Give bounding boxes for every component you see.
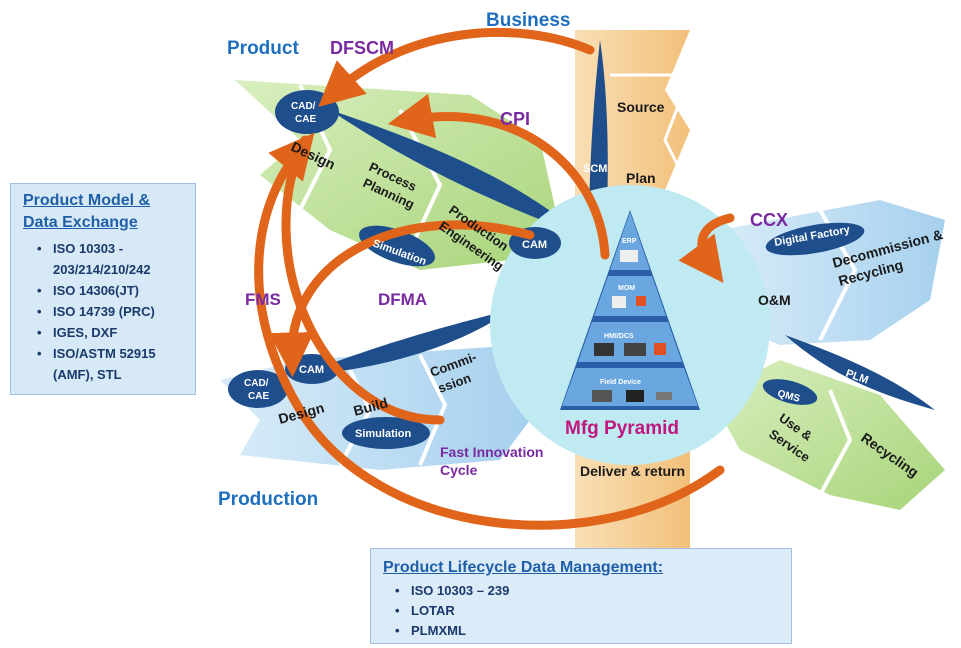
deliver-return-label: Deliver & return [580, 463, 685, 479]
cad-cae-badge-top [275, 90, 339, 134]
product-model-item: IGES, DXF [37, 322, 195, 343]
pyramid-erp-label: ERP [622, 238, 637, 245]
pyramid-mom-label: MOM [618, 285, 635, 292]
cam-bottom-label: CAM [299, 364, 324, 376]
om-band [720, 200, 945, 345]
pyramid-field-label: Field Device [600, 379, 641, 386]
dfma-arrow [281, 135, 445, 425]
ccx-arrow [678, 213, 735, 284]
product-model-item: ISO 14306(JT) [37, 280, 195, 301]
source-label: Source [617, 99, 665, 115]
lifecycle-item: PLMXML [395, 621, 791, 641]
mom-module-icon [636, 296, 646, 306]
service-stream [710, 200, 945, 510]
field-device-icon-2 [626, 390, 644, 402]
product-model-title-1: Product Model & [23, 192, 151, 209]
lifecycle-list: ISO 10303 – 239 LOTAR PLMXML [383, 581, 791, 641]
product-model-item: ISO 10303 - [37, 238, 195, 259]
scm-label: SCM [583, 163, 607, 175]
product-model-list: ISO 10303 - 203/214/210/242 ISO 14306(JT… [23, 238, 195, 385]
ccx-label: CCX [750, 210, 788, 230]
use-chevron [818, 389, 853, 496]
digital-factory-badge [765, 222, 865, 256]
lifecycle-item: ISO 10303 – 239 [395, 581, 791, 601]
lifecycle-item: LOTAR [395, 601, 791, 621]
field-device-icon-1 [592, 390, 612, 402]
product-model-item: 203/214/210/242 [53, 262, 151, 277]
production-title: Production [218, 489, 318, 510]
production-chevron-2 [418, 354, 448, 466]
cad-cae-top-line2: CAE [295, 114, 316, 125]
use-band [710, 360, 945, 510]
cpi-label: CPI [500, 109, 530, 129]
product-model-box: Product Model & Data Exchange ISO 10303 … [10, 183, 196, 395]
product-model-item: ISO 14739 (PRC) [37, 301, 195, 322]
pyramid-hmi-label: HMI/DCS [604, 333, 634, 340]
simulation-bottom-label: Simulation [355, 428, 412, 440]
cad-cae-bottom-line2: CAE [248, 391, 269, 402]
cam-top-label: CAM [522, 239, 547, 251]
product-model-title-2: Data Exchange [23, 214, 138, 231]
om-label: O&M [758, 292, 791, 308]
product-model-item: (AMF), STL [53, 367, 122, 382]
lifecycle-title: Product Lifecycle Data Management: [383, 559, 664, 576]
product-title: Product [227, 38, 299, 59]
dfscm-arrow [318, 28, 595, 107]
fast-innovation-label-2: Cycle [440, 462, 478, 478]
production-swoosh [300, 310, 510, 375]
qms-badge [762, 379, 818, 405]
plan-label: Plan [626, 170, 656, 186]
cad-cae-badge-bottom [228, 370, 288, 408]
dfscm-label: DFSCM [330, 38, 394, 58]
product-model-item: ISO/ASTM 52915 [37, 343, 195, 364]
fms-label: FMS [245, 290, 281, 309]
fast-innovation-arrow [254, 132, 725, 530]
plm-swoosh [785, 335, 935, 410]
simulation-badge-bottom [342, 417, 430, 449]
fast-innovation-label-1: Fast Innovation [440, 444, 543, 460]
business-title: Business [486, 10, 570, 31]
hmi-screen-icon [594, 343, 614, 356]
mom-device-icon [612, 296, 626, 308]
cad-cae-top-line1: CAD/ [291, 101, 316, 112]
production-chevron-1 [338, 359, 373, 466]
lifecycle-box: Product Lifecycle Data Management: ISO 1… [370, 548, 792, 644]
business-chevron [610, 73, 693, 191]
dcs-panel-icon [624, 343, 646, 356]
cycle-arrows [254, 28, 735, 530]
erp-device-icon [620, 250, 638, 262]
pyramid-title: Mfg Pyramid [565, 418, 679, 439]
product-swoosh [330, 110, 580, 235]
cpi-arrow [387, 93, 610, 260]
field-device-icon-3 [656, 392, 672, 400]
dfma-label: DFMA [378, 290, 427, 309]
hmi-module-icon [654, 343, 666, 355]
fms-arrow [269, 220, 535, 378]
cad-cae-bottom-line1: CAD/ [244, 378, 269, 389]
